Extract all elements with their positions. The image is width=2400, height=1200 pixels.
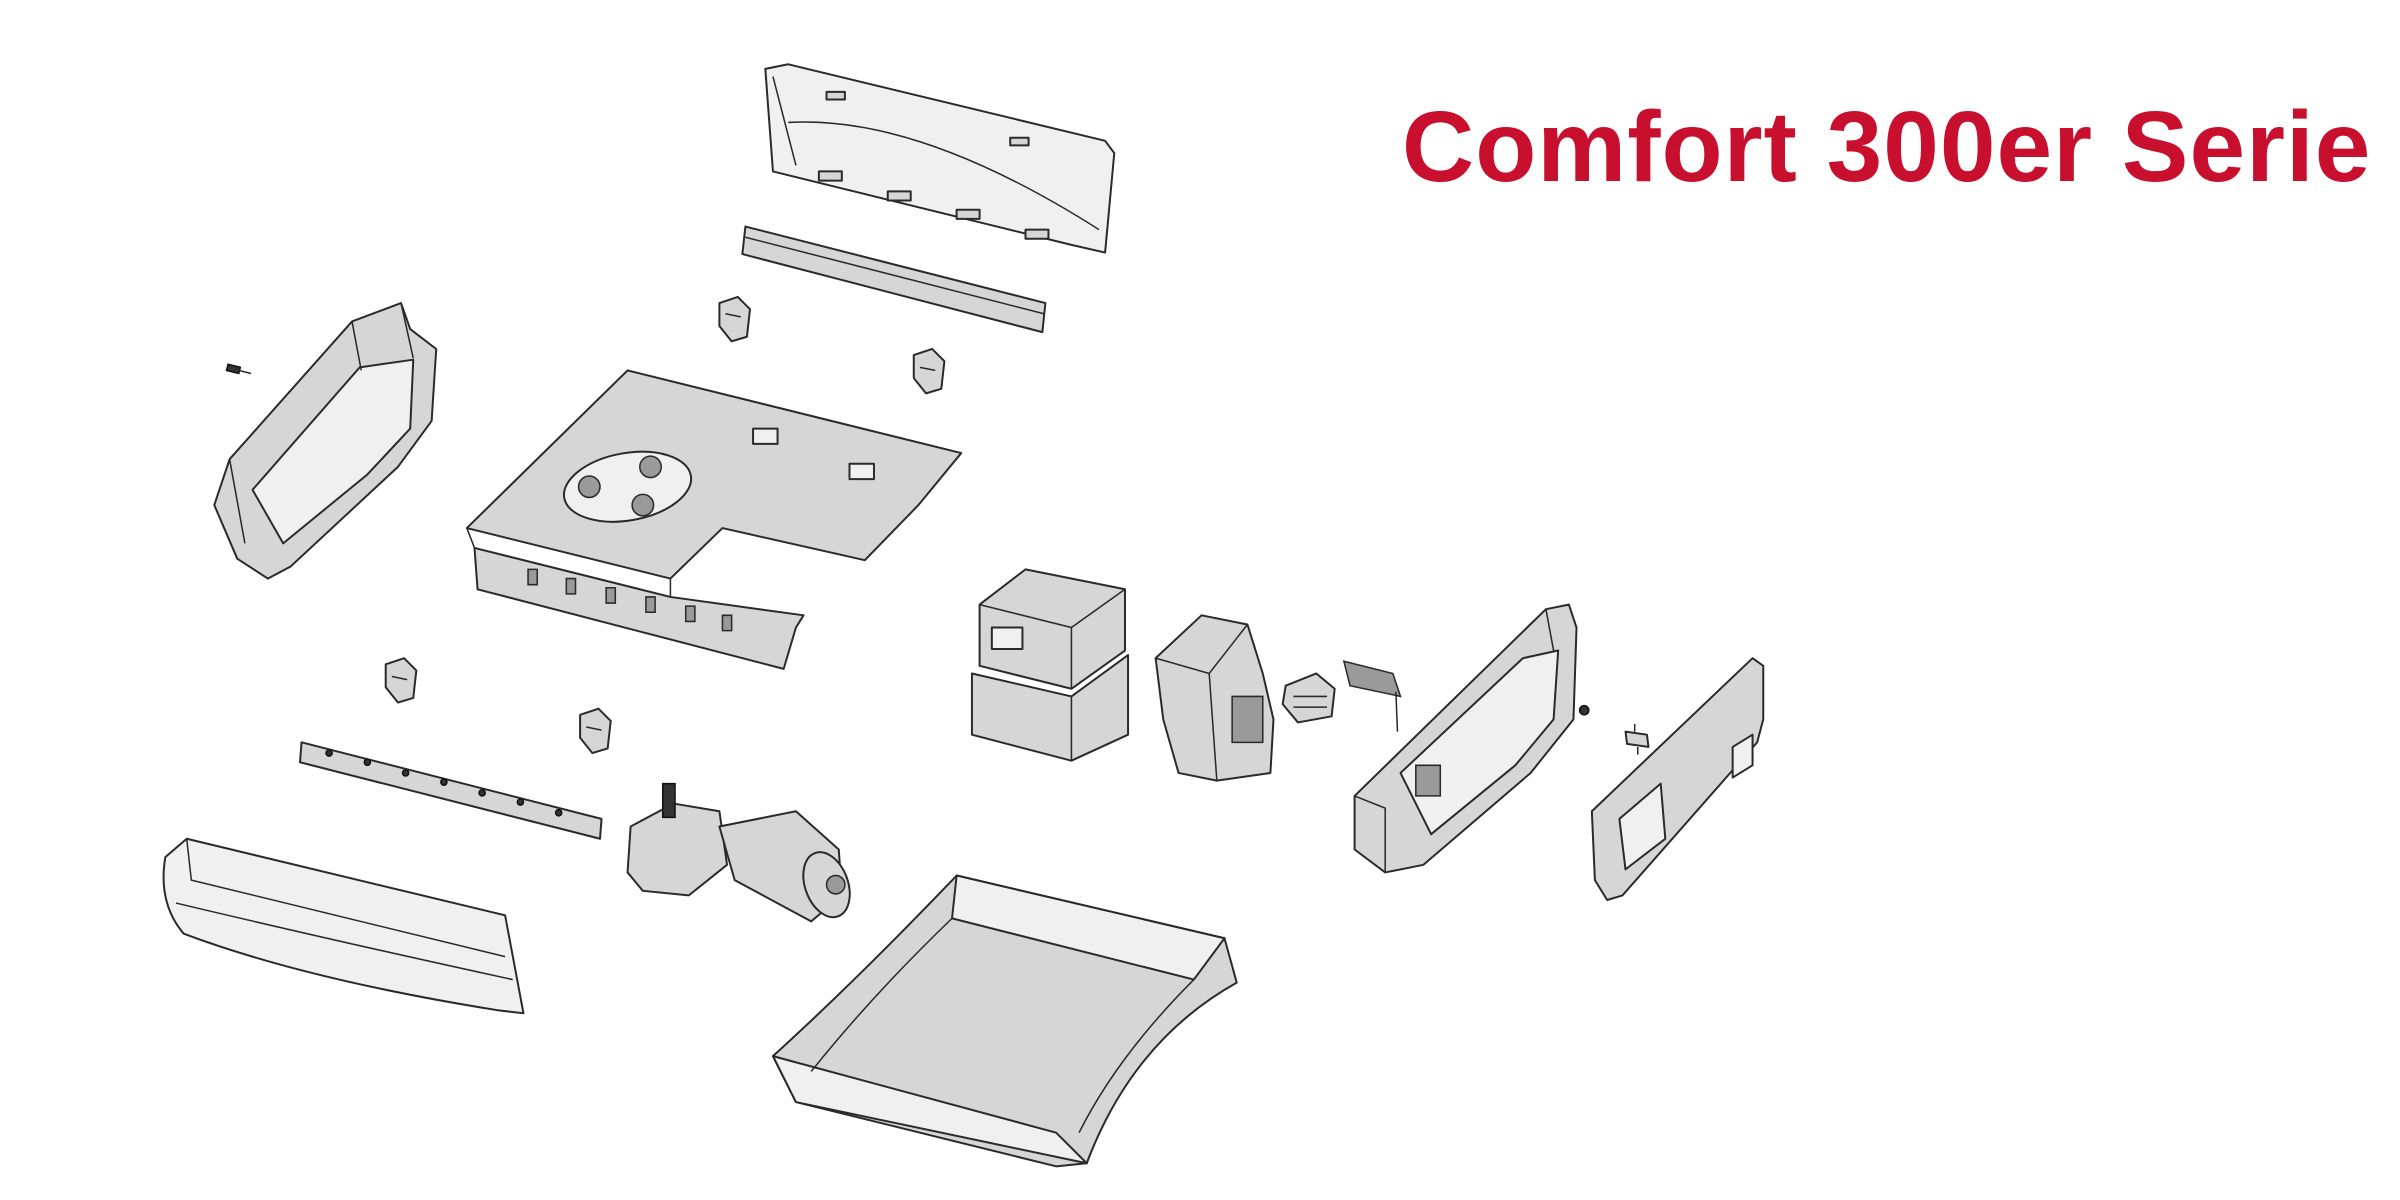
bottom-cover	[771, 874, 1238, 1168]
clip	[912, 347, 946, 395]
connector	[1281, 672, 1336, 724]
series-title: Comfort 300er Serie	[1402, 91, 2372, 203]
bottom-light-cover	[162, 837, 525, 1015]
front-panel	[1590, 657, 1765, 901]
transformer-box	[970, 568, 1130, 762]
right-end-frame	[1353, 603, 1578, 874]
fastener	[1624, 723, 1650, 755]
left-end-cap	[213, 302, 438, 580]
base-plate	[465, 369, 963, 670]
clip	[579, 707, 612, 755]
circuit-board	[1342, 660, 1402, 732]
top-light-cover	[764, 63, 1116, 254]
gear-motor	[626, 782, 851, 923]
mounting-strip	[741, 225, 1047, 334]
clip	[718, 295, 751, 343]
control-unit	[1154, 614, 1275, 782]
screw	[225, 363, 252, 375]
toothed-rail	[299, 741, 603, 840]
clip	[384, 657, 418, 704]
screw	[1578, 704, 1590, 716]
